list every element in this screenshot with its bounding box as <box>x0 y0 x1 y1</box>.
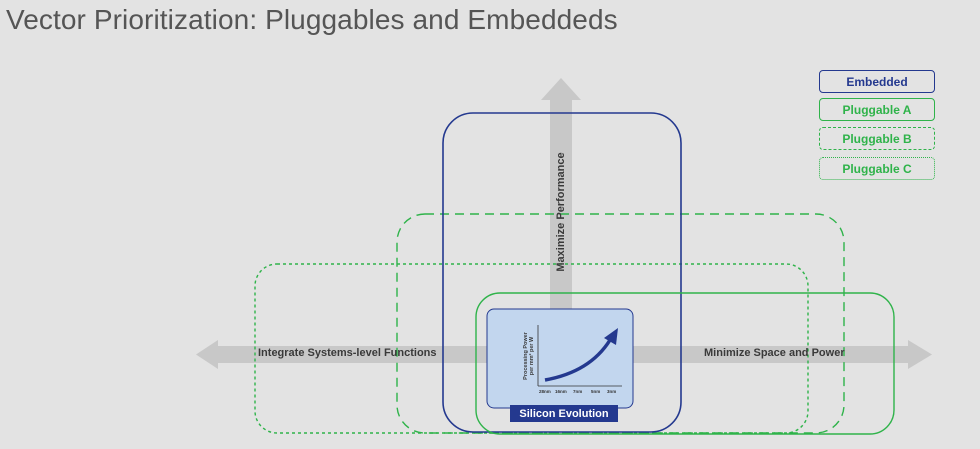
tick-label: 5nm <box>591 389 601 394</box>
tick-label: 16nm <box>555 389 567 394</box>
legend-pluggable-b-label: Pluggable B <box>842 131 912 146</box>
tick-label: 3nm <box>607 389 617 394</box>
legend-embedded-label: Embedded <box>846 74 908 89</box>
legend-embedded: Embedded <box>819 70 935 93</box>
pluggable-c-region <box>254 263 809 434</box>
legend-pluggable-c: Pluggable C <box>819 157 935 180</box>
pluggable-b-region <box>396 213 845 434</box>
processing-power-label: Processing Power per mm² per W <box>523 332 535 380</box>
silicon-evolution-label: Silicon Evolution <box>510 405 618 422</box>
maximize-performance-label: Maximize Performance <box>555 152 567 272</box>
growth-curve <box>544 339 612 382</box>
growth-curve-arrowhead <box>604 328 618 345</box>
legend-pluggable-a: Pluggable A <box>819 98 935 121</box>
processing-power-line2: per mm² per W <box>529 336 535 376</box>
pluggable-a-region <box>475 292 895 435</box>
integrate-systems-label: Integrate Systems-level Functions <box>258 347 437 359</box>
legend-pluggable-b: Pluggable B <box>819 127 935 150</box>
embedded-region <box>442 112 682 433</box>
legend-pluggable-c-label: Pluggable C <box>842 161 912 176</box>
maximize-performance-arrow <box>541 78 581 310</box>
legend-pluggable-a-label: Pluggable A <box>842 102 912 117</box>
tick-label: 28nm <box>539 389 551 394</box>
tick-label: 7nm <box>573 389 583 394</box>
page-title: Vector Prioritization: Pluggables and Em… <box>6 4 618 35</box>
minimize-space-label: Minimize Space and Power <box>704 347 845 359</box>
